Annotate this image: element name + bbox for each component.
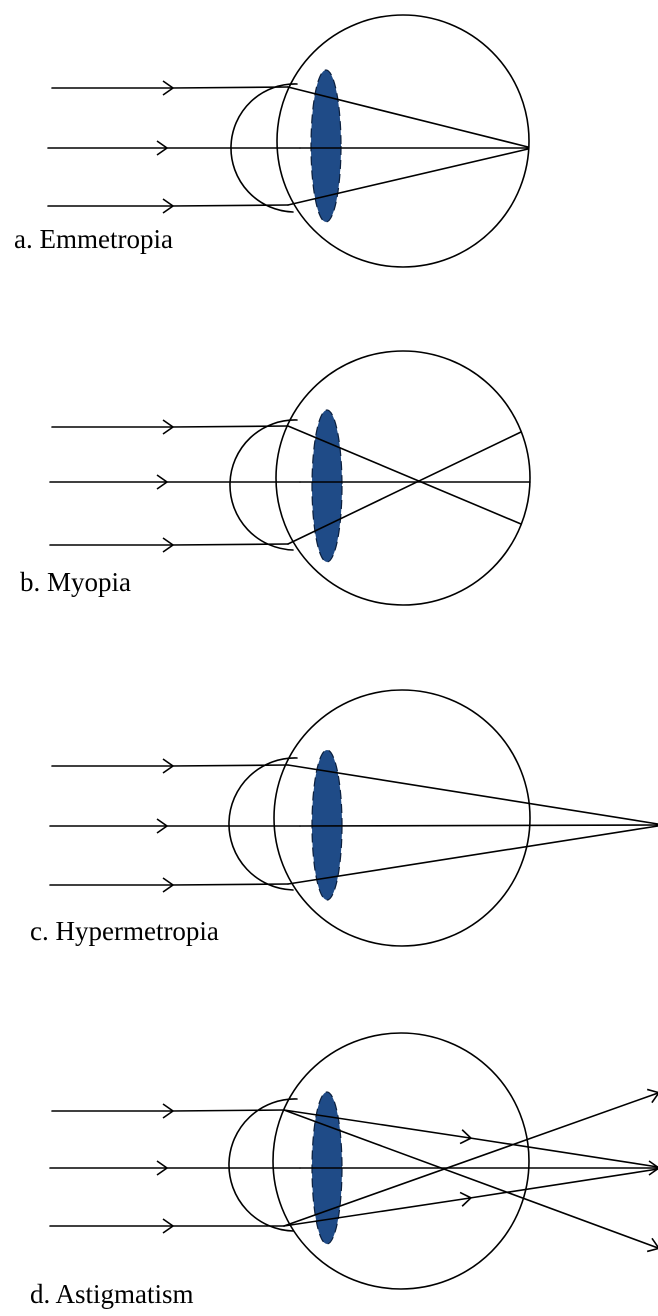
panel-label: a. Emmetropia xyxy=(14,224,173,254)
refracted-ray-middle xyxy=(300,825,658,826)
panel-myopia: b. Myopia xyxy=(20,351,530,605)
incoming-rays xyxy=(50,1110,300,1226)
ray-top xyxy=(172,426,288,427)
cornea xyxy=(229,758,297,890)
incoming-rays xyxy=(50,765,300,885)
refracted-ray-top xyxy=(288,765,658,824)
refracted-ray-bottom xyxy=(288,826,658,884)
ray-bottom xyxy=(172,544,288,545)
refracted-ray-top-arrow xyxy=(284,1110,470,1138)
lens xyxy=(312,410,342,562)
ray-top xyxy=(172,87,288,88)
incoming-rays xyxy=(50,426,300,545)
ray-bottom xyxy=(172,884,288,885)
refracted-ray-top-to-focus xyxy=(470,1138,658,1167)
panel-label: b. Myopia xyxy=(20,567,131,597)
refracted-ray-bottom-arrow xyxy=(284,1198,470,1226)
ray-top xyxy=(172,765,288,766)
panel-astigmatism: d. Astigmatism xyxy=(30,1033,658,1309)
incoming-rays xyxy=(48,87,300,206)
eyeball xyxy=(273,1033,529,1289)
refracted-ray-bottom-to-focus xyxy=(470,1169,658,1198)
panel-emmetropia: a. Emmetropia xyxy=(14,15,529,267)
ray-bottom xyxy=(172,205,288,206)
panel-label: c. Hypermetropia xyxy=(30,916,219,946)
ray-top xyxy=(172,1110,284,1111)
panel-label: d. Astigmatism xyxy=(30,1279,194,1309)
panel-hypermetropia: c. Hypermetropia xyxy=(30,690,658,946)
refracted-rays xyxy=(288,765,658,884)
cornea xyxy=(229,1099,297,1231)
